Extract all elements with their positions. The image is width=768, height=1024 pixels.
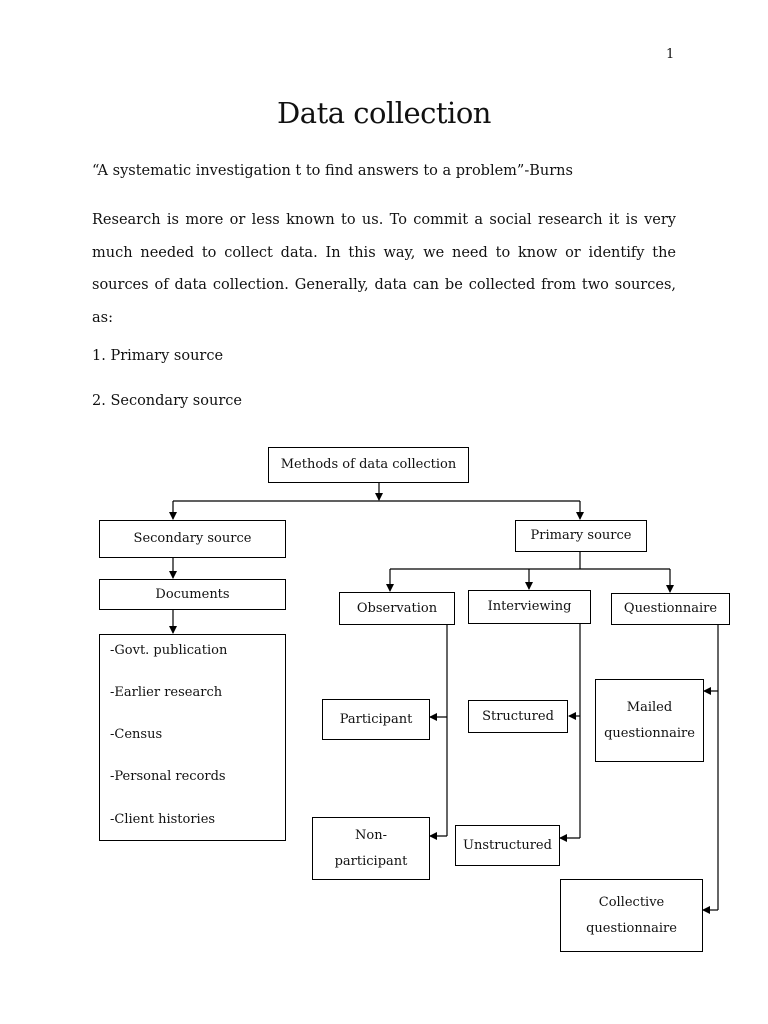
list-item-secondary: 2. Secondary source (92, 393, 242, 409)
list-item: -Client histories (110, 812, 216, 827)
methods-box: Methods of data collection (268, 447, 469, 483)
collective-questionnaire-box: Collective questionnaire (560, 879, 703, 952)
structured-box: Structured (468, 700, 568, 733)
list-item: -Personal records (110, 769, 226, 784)
observation-box: Observation (339, 592, 455, 625)
non-participant-box: Non- participant (312, 817, 430, 880)
documents-list-box: -Govt. publication -Earlier research -Ce… (99, 634, 286, 841)
interviewing-box: Interviewing (468, 590, 591, 624)
participant-box: Participant (322, 699, 430, 740)
documents-box: Documents (99, 579, 286, 610)
unstructured-box: Unstructured (455, 825, 560, 866)
questionnaire-box: Questionnaire (611, 593, 730, 625)
list-item-primary: 1. Primary source (92, 348, 224, 364)
list-item: -Earlier research (110, 685, 223, 700)
secondary-source-box: Secondary source (99, 520, 286, 558)
page-number: 1 (666, 47, 675, 62)
page-title: Data collection (277, 96, 491, 130)
body-paragraph: Research is more or less known to us. To… (92, 212, 676, 326)
list-item: -Govt. publication (110, 643, 228, 658)
quote-text: “A systematic investigation t to find an… (92, 163, 573, 179)
mailed-questionnaire-box: Mailed questionnaire (595, 679, 704, 762)
list-item: -Census (110, 727, 163, 742)
primary-source-box: Primary source (515, 520, 647, 552)
